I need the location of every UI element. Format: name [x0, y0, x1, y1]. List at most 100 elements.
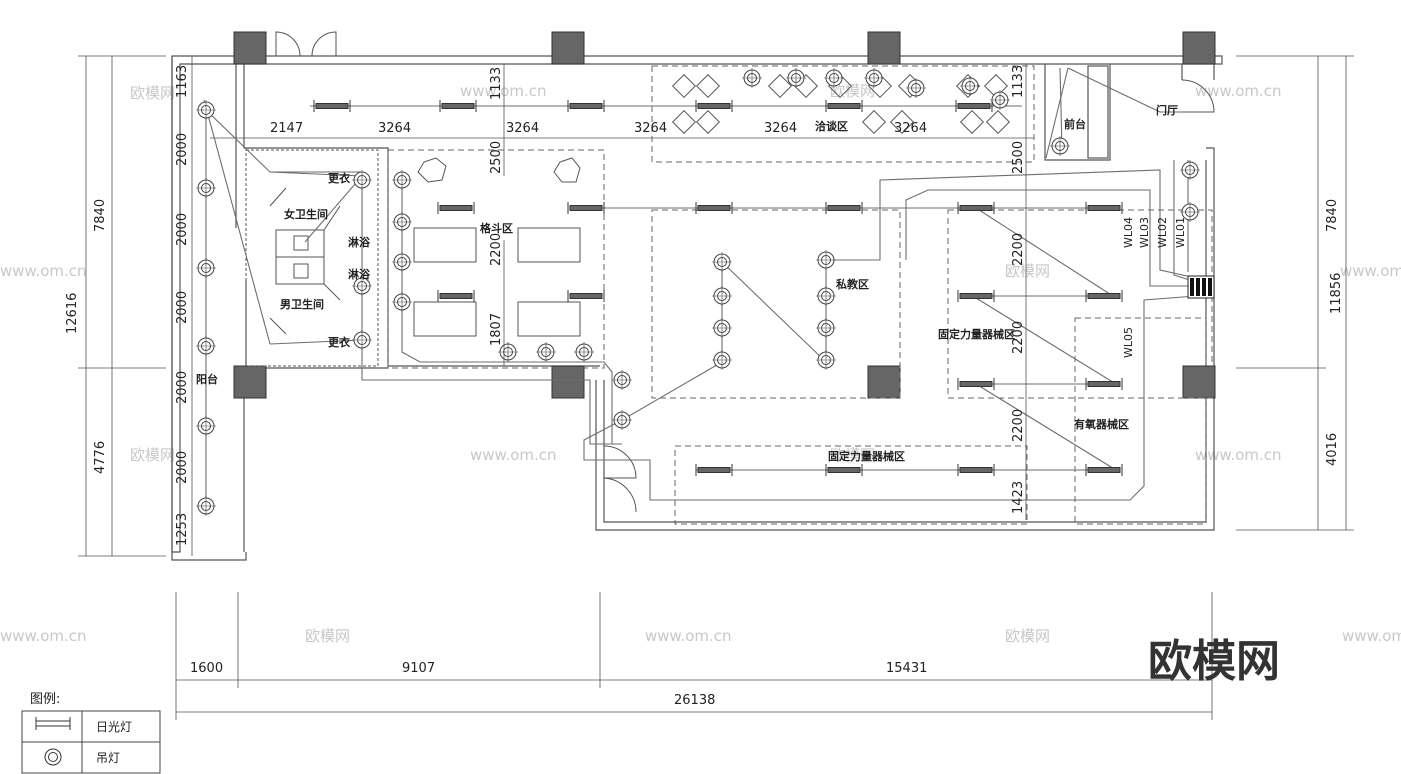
column — [551, 365, 585, 399]
pendant-lamp-icon — [196, 496, 216, 516]
dim-text: 1133 — [489, 67, 504, 100]
legend-title: 图例: — [30, 692, 60, 707]
dim-text: 1133 — [1011, 65, 1026, 98]
pendant-lamp-icon — [612, 370, 632, 390]
watermark: 欧模网 — [130, 446, 175, 464]
watermark: www.om.cn — [0, 627, 87, 645]
boxing-equipment — [413, 157, 581, 337]
watermark: 欧模网 — [830, 446, 875, 464]
pendant-lamp-icon — [1180, 160, 1200, 180]
room-label-mens-wc: 男卫生间 — [280, 297, 324, 311]
column — [1182, 31, 1216, 65]
pendant-lamp-icon — [712, 252, 732, 272]
dim-text: 7840 — [93, 199, 108, 232]
dim-text: 2147 — [270, 121, 303, 136]
fluorescent-lamp-icon — [825, 202, 863, 214]
pendant-lamp-icon — [392, 252, 412, 272]
dim-text: 1253 — [175, 513, 190, 546]
pendant-lamp-icon — [196, 416, 216, 436]
dim-text: 2000 — [175, 133, 190, 166]
dim-text: 3264 — [634, 121, 667, 136]
legend-label: 吊灯 — [96, 751, 120, 765]
pendant-lamp-icon — [574, 342, 594, 362]
legend-label: 日光灯 — [96, 720, 132, 734]
fluorescent-lamp-icon — [957, 290, 995, 302]
room-label-shower: 淋浴 — [348, 235, 371, 249]
pendant-lamp-icon — [352, 330, 372, 350]
watermark: www.om.cn — [1340, 262, 1401, 280]
pendant-lamp-icon — [742, 68, 762, 88]
pendant-lamp-icon — [906, 78, 926, 98]
circuit-label: WL03 — [1138, 217, 1151, 248]
circuit-label: WL05 — [1122, 327, 1135, 358]
fluorescent-lamp-icon — [567, 100, 605, 112]
dim-text-total: 26138 — [674, 693, 715, 708]
pendant-lamp-icon — [536, 342, 556, 362]
circuit-labels: WL04 WL03 WL02 WL01 WL05 — [1122, 217, 1187, 358]
column — [867, 365, 901, 399]
pendant-lamp-icon — [712, 318, 732, 338]
dim-text: 2200 — [489, 233, 504, 266]
dim-text: 1163 — [175, 65, 190, 98]
doors — [275, 31, 1215, 513]
room-label-changing: 更衣 — [328, 171, 351, 185]
legend: 图例: 日光灯 吊灯 — [21, 692, 161, 774]
pendant-lamp-icon — [352, 276, 372, 296]
fluorescent-lamp-icon — [1085, 464, 1123, 476]
dim-text: 2500 — [1011, 141, 1026, 174]
fluorescent-lamp-icon — [825, 464, 863, 476]
dim-text: 3264 — [764, 121, 797, 136]
watermark: 欧模网 — [1005, 262, 1050, 280]
watermark: www.om.cn — [0, 262, 87, 280]
pendant-lamp-icon — [960, 76, 980, 96]
room-label-reception: 前台 — [1064, 117, 1086, 131]
walls — [171, 55, 1223, 561]
column — [867, 31, 901, 65]
dimension-text: 2147 3264 3264 3264 3264 3264 7840 12616… — [65, 65, 1344, 708]
dim-text: 2000 — [175, 451, 190, 484]
circuit-label: WL04 — [1122, 217, 1135, 248]
dim-text: 11856 — [1329, 273, 1344, 314]
watermark: 欧模网 — [130, 84, 175, 102]
fluorescent-lamp-icon — [695, 202, 733, 214]
pendant-lamp-icon — [864, 68, 884, 88]
columns — [233, 31, 1216, 399]
circuit-label: WL02 — [1156, 217, 1169, 248]
room-label-changing: 更衣 — [328, 335, 351, 349]
watermark: 欧模网 — [1005, 627, 1050, 645]
dim-text: 9107 — [402, 661, 435, 676]
room-label-womens-wc: 女卫生间 — [284, 207, 328, 221]
pendant-lamp-icon — [1050, 136, 1070, 156]
room-labels: 洽谈区 前台 门厅 更衣 更衣 女卫生间 男卫生间 淋浴 淋浴 格斗区 私教区 … — [196, 103, 1178, 463]
fluorescent-lamp-icon — [957, 378, 995, 390]
pendant-lamp-icon — [816, 286, 836, 306]
fluorescent-lamp-icon — [439, 100, 477, 112]
room-label-boxing: 格斗区 — [480, 221, 513, 235]
watermark: www.om.cn — [645, 627, 732, 645]
pendant-lamp-icon — [712, 350, 732, 370]
pendant-lamp-icon — [990, 90, 1010, 110]
dim-text: 1807 — [489, 313, 504, 346]
column — [233, 365, 267, 399]
brand-logo: 欧模网 — [1148, 636, 1280, 687]
dim-text: 7840 — [1325, 199, 1340, 232]
watermarks: 欧模网 www.om.cn 欧模网 www.om.cn www.om.cn 欧模… — [0, 82, 1401, 645]
dim-text: 3264 — [506, 121, 539, 136]
pendant-lamp-icon — [824, 68, 844, 88]
pendant-lamp-icon — [816, 318, 836, 338]
dim-text: 4016 — [1325, 433, 1340, 466]
watermark: www.om.cn — [470, 446, 557, 464]
fluorescent-lamp-icon — [35, 717, 71, 730]
room-label-balcony: 阳台 — [196, 372, 218, 386]
pendant-lamp-icon — [196, 178, 216, 198]
fluorescent-lamp-icon — [567, 290, 605, 302]
dim-text: 2000 — [175, 371, 190, 404]
pendant-lamp-icon — [196, 336, 216, 356]
dimension-lines — [78, 55, 1354, 720]
dim-text: 2200 — [1011, 321, 1026, 354]
pendant-lamp-icon — [816, 250, 836, 270]
distribution-panel — [1187, 275, 1215, 299]
washroom-block — [245, 149, 379, 367]
fluorescent-lamp-icon — [1085, 378, 1123, 390]
